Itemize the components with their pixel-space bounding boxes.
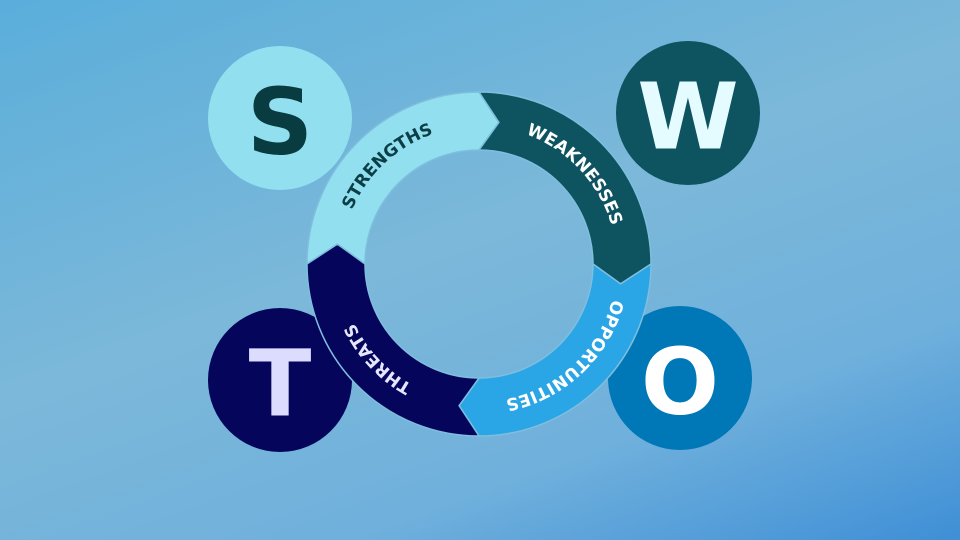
blob-o (608, 306, 752, 450)
blob-t (208, 308, 352, 452)
arrow-segment-t (306, 243, 481, 437)
letter-w: W (637, 64, 738, 171)
letter-t: T (249, 331, 312, 438)
blob-s (208, 46, 352, 190)
letter-s: S (247, 69, 313, 176)
blob-w (616, 41, 760, 185)
letter-o: O (641, 329, 719, 436)
